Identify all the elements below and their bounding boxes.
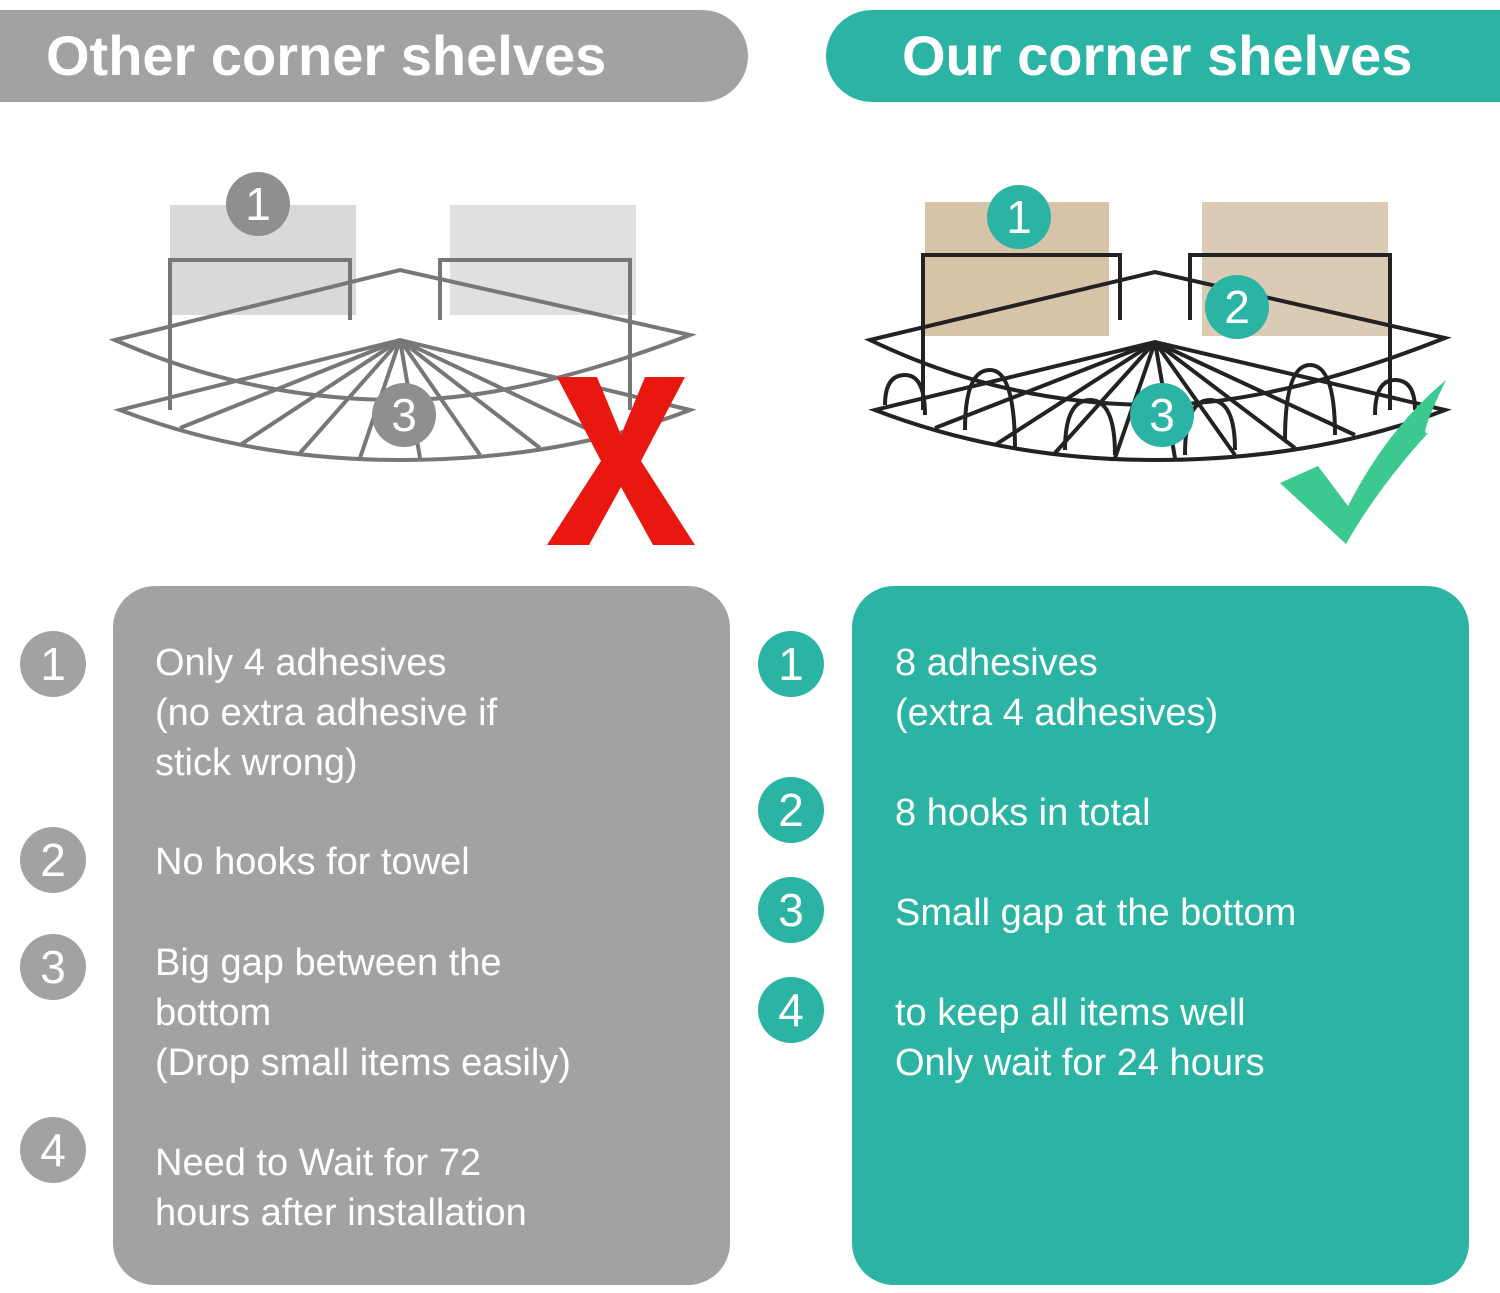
our-shelves-header: Our corner shelves	[826, 10, 1500, 102]
feature-line: Need to Wait for 72	[155, 1142, 481, 1184]
our-feature-2: 8 hooks in total	[895, 788, 1151, 838]
feature-line: (Drop small items easily)	[155, 1042, 571, 1084]
feature-line: Only wait for 24 hours	[895, 1042, 1265, 1084]
our-header-title: Our corner shelves	[902, 24, 1413, 87]
other-shelves-header: Other corner shelves	[0, 10, 748, 102]
other-features-panel	[113, 586, 730, 1285]
marker-1: 1	[987, 185, 1051, 249]
number-badge: 2	[758, 777, 824, 843]
number-badge: 3	[20, 934, 86, 1000]
feature-line: bottom	[155, 992, 272, 1034]
other-feature-2: No hooks for towel	[155, 837, 470, 887]
other-header-title: Other corner shelves	[46, 24, 607, 87]
marker-2: 2	[1205, 275, 1269, 339]
feature-line: (no extra adhesive if	[155, 692, 498, 734]
feature-line: (extra 4 adhesives)	[895, 692, 1219, 734]
feature-line: stick wrong)	[155, 742, 358, 784]
other-feature-1: Only 4 adhesives (no extra adhesive if sti…	[155, 638, 497, 788]
feature-line: 8 hooks in total	[895, 792, 1151, 834]
feature-line: hours after installation	[155, 1192, 527, 1234]
number-badge: 3	[758, 877, 824, 943]
other-feature-3: Big gap between the bottom (Drop small ite…	[155, 938, 571, 1088]
feature-line: Small gap at the bottom	[895, 892, 1297, 934]
feature-line: 8 adhesives	[895, 642, 1098, 684]
number-badge: 4	[758, 977, 824, 1043]
feature-line: Only 4 adhesives	[155, 642, 447, 684]
feature-line: to keep all items well	[895, 992, 1246, 1034]
other-feature-4: Need to Wait for 72 hours after installat…	[155, 1138, 527, 1238]
marker-1: 1	[226, 172, 290, 236]
number-badge: 1	[20, 631, 86, 697]
number-badge: 2	[20, 827, 86, 893]
feature-line: Big gap between the	[155, 942, 502, 984]
number-badge: 1	[758, 631, 824, 697]
our-feature-1: 8 adhesives (extra 4 adhesives)	[895, 638, 1218, 738]
our-feature-3: Small gap at the bottom	[895, 888, 1296, 938]
marker-3: 3	[1130, 383, 1194, 447]
marker-3: 3	[372, 383, 436, 447]
our-features-panel	[852, 586, 1469, 1285]
number-badge: 4	[20, 1117, 86, 1183]
feature-line: No hooks for towel	[155, 841, 470, 883]
cross-icon	[547, 377, 695, 545]
check-icon	[1280, 380, 1446, 544]
